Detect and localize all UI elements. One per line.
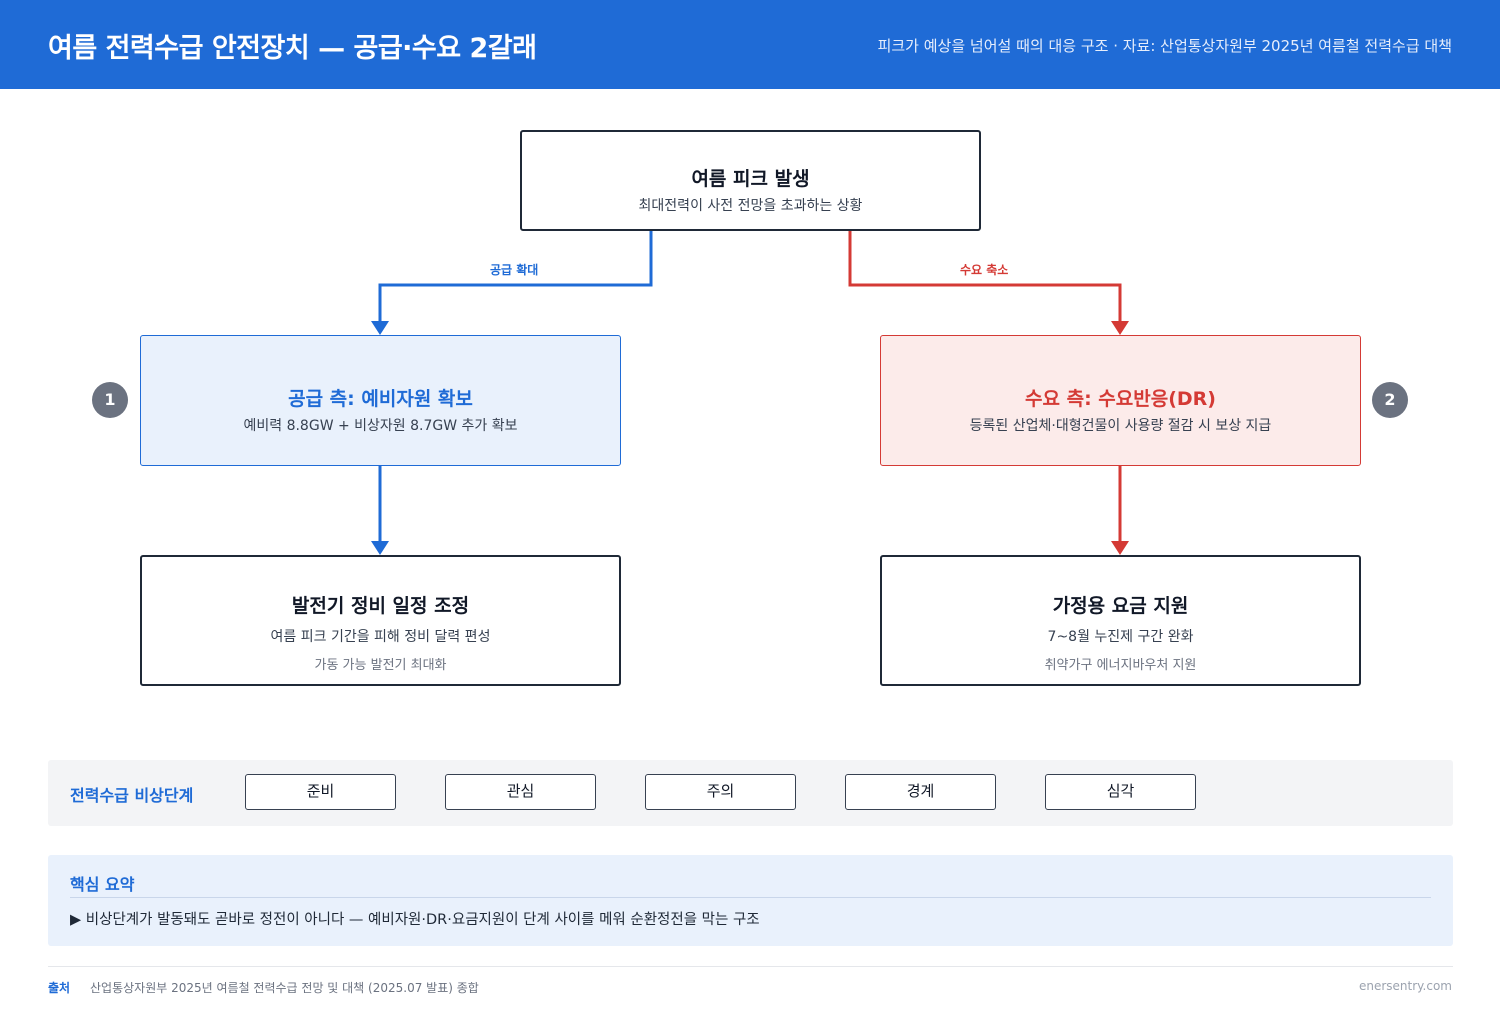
node-title: 공급 측: 예비자원 확보	[288, 388, 473, 410]
summary-text: ▶ 비상단계가 발동돼도 곧바로 정전이 아니다 — 예비자원·DR·요금지원이…	[70, 912, 760, 928]
node-description: 여름 피크 기간을 피해 정비 달력 편성	[270, 629, 491, 645]
arrow-head-supply	[371, 321, 389, 335]
node-title: 여름 피크 발생	[691, 168, 810, 190]
stage-ready: 준비	[245, 774, 396, 810]
arrow-head-demand	[1111, 321, 1129, 335]
node-title: 가정용 요금 지원	[1052, 595, 1189, 617]
node-description: 7~8월 누진제 구간 완화	[1047, 629, 1194, 645]
node-generator-maintenance: 발전기 정비 일정 조정 여름 피크 기간을 피해 정비 달력 편성 가동 가능…	[140, 555, 621, 686]
page-header: 여름 전력수급 안전장치 — 공급·수요 2갈래 피크가 예상을 넘어설 때의 …	[0, 0, 1500, 89]
node-note: 가동 가능 발전기 최대화	[314, 658, 447, 673]
footer-source-label: 출처	[48, 981, 71, 995]
footer-brand: enersentry.com	[1358, 979, 1452, 993]
node-description: 최대전력이 사전 전망을 초과하는 상황	[638, 198, 863, 214]
arrow-head-gen	[371, 541, 389, 555]
stage-alert: 경계	[845, 774, 996, 810]
connector-root-to-demand	[848, 231, 1122, 325]
key-summary-panel: 핵심 요약 ▶ 비상단계가 발동돼도 곧바로 정전이 아니다 — 예비자원·DR…	[48, 855, 1453, 946]
node-title: 발전기 정비 일정 조정	[291, 595, 470, 617]
summary-title: 핵심 요약	[70, 875, 135, 894]
connector-root-to-supply	[378, 231, 653, 325]
footer-source-text: 산업통상자원부 2025년 여름철 전력수급 전망 및 대책 (2025.07 …	[90, 981, 479, 995]
page-subtitle: 피크가 예상을 넘어설 때의 대응 구조 · 자료: 산업통상자원부 2025년…	[877, 37, 1452, 55]
stage-caution: 주의	[645, 774, 796, 810]
node-note: 취약가구 에너지바우처 지원	[1044, 658, 1197, 673]
footer-divider	[48, 966, 1453, 967]
step-badge-1: 1	[92, 382, 128, 418]
node-description: 등록된 산업체·대형건물이 사용량 절감 시 보상 지급	[969, 418, 1272, 434]
arrow-head-fee	[1111, 541, 1129, 555]
node-supply-side: 공급 측: 예비자원 확보 예비력 8.8GW + 비상자원 8.7GW 추가 …	[140, 335, 621, 466]
summary-divider	[70, 897, 1431, 898]
node-demand-side: 수요 측: 수요반응(DR) 등록된 산업체·대형건물이 사용량 절감 시 보상…	[880, 335, 1361, 466]
edge-label-demand: 수요 축소	[960, 263, 1009, 277]
node-title: 수요 측: 수요반응(DR)	[1025, 388, 1216, 410]
stages-title: 전력수급 비상단계	[70, 786, 194, 805]
emergency-stages-panel: 전력수급 비상단계 준비 관심 주의 경계 심각	[48, 760, 1453, 826]
stage-interest: 관심	[445, 774, 596, 810]
page-title: 여름 전력수급 안전장치 — 공급·수요 2갈래	[48, 33, 537, 64]
stage-serious: 심각	[1045, 774, 1196, 810]
node-household-fee-support: 가정용 요금 지원 7~8월 누진제 구간 완화 취약가구 에너지바우처 지원	[880, 555, 1361, 686]
node-description: 예비력 8.8GW + 비상자원 8.7GW 추가 확보	[243, 418, 518, 434]
edge-label-supply: 공급 확대	[490, 263, 539, 277]
node-summer-peak: 여름 피크 발생 최대전력이 사전 전망을 초과하는 상황	[520, 130, 981, 231]
step-badge-2: 2	[1372, 382, 1408, 418]
